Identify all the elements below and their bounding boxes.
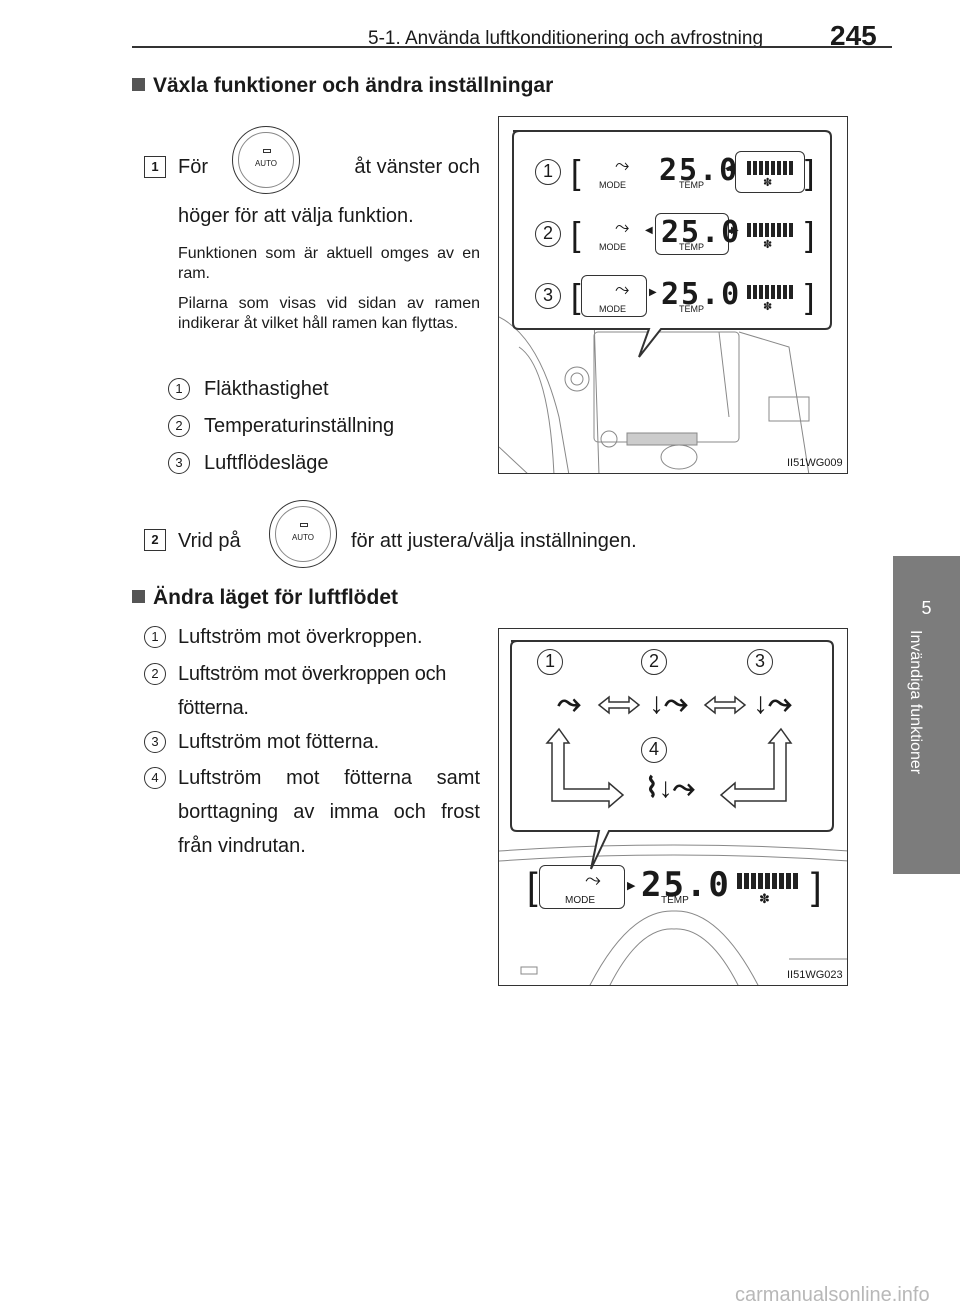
airflow-mode-illustration [499, 640, 847, 985]
fig1-label-3: 3 [535, 283, 561, 309]
airflow-face-icon: ⤳ [615, 155, 630, 175]
step2-text-adjust: för att justera/välja inställningen. [351, 530, 637, 552]
fan-icon: ✽ [763, 239, 773, 251]
step1-text-line2: höger för att välja funktion. [178, 205, 414, 227]
temperature-readout: 25.0 [659, 153, 740, 188]
knob-indicator [263, 149, 271, 153]
figure-airflow-mode: 1 2 3 4 ⤳ ↓⤳ ↓⤳ ⌇↓⤳ [ ⤳ MODE ▶ 25.0 TEMP… [498, 628, 848, 986]
step-number-2: 2 [144, 529, 166, 551]
temperature-readout: 25.0 [661, 277, 742, 312]
fig2-display-row: [ ⤳ MODE ▶ 25.0 TEMP ✽ ] [527, 865, 822, 909]
section-heading-switch-functions: Växla funktioner och ändra inställningar [132, 74, 553, 98]
selection-frame [539, 865, 625, 909]
watermark: carmanualsonline.info [735, 1284, 930, 1306]
airflow-item-number-3: 3 [144, 731, 166, 753]
header-rule [132, 46, 892, 48]
item-airflow-mode: Luftflödesläge [204, 452, 329, 474]
airflow-face-icon: ⤳ [585, 869, 601, 891]
airflow-face-icon: ⤳ [557, 687, 581, 720]
airflow-feet-defrost-icon: ⌇↓⤳ [645, 772, 696, 803]
temperature-readout: 25.0 [641, 865, 731, 905]
fan-level-bar [747, 223, 795, 237]
fig1-label-1: 1 [535, 159, 561, 185]
step-number-1: 1 [144, 156, 166, 178]
item-number-3: 3 [168, 452, 190, 474]
fig1-display-row-2: [ ⤳ MODE ◀ 25.0 TEMP ▶ ✽ ] [571, 213, 815, 255]
step1-note-frame: Funktionen som är aktuell omges av en ra… [178, 245, 480, 282]
airflow-face-icon: ⤳ [615, 217, 630, 237]
fan-icon: ✽ [763, 177, 773, 189]
section-heading-airflow-mode: Ändra läget för luftflödet [132, 586, 398, 610]
temp-label: TEMP [679, 180, 705, 190]
airflow-item-feet: Luftström mot fötterna. [178, 731, 380, 753]
running-header-section: 5-1. Använda luftkonditionering och avfr… [368, 28, 764, 49]
knob-indicator [300, 523, 308, 527]
mode-label: MODE [599, 180, 626, 190]
fan-icon: ✽ [759, 891, 770, 906]
knob-label: AUTO [291, 533, 315, 542]
fig2-label-3: 3 [747, 649, 773, 675]
chapter-tab-label: Invändiga funktioner [907, 630, 924, 775]
airflow-face-feet-icon: ↓⤳ [649, 687, 688, 720]
heading-bullet-icon [132, 590, 145, 603]
figure-code: II51WG009 [787, 457, 843, 469]
fan-level-bar [747, 161, 795, 175]
mode-label: MODE [599, 242, 626, 252]
mode-label: MODE [599, 304, 626, 314]
chapter-tab [893, 556, 960, 874]
item-temperature: Temperaturinställning [204, 415, 395, 437]
selection-frame [735, 151, 805, 193]
figure-code: II51WG023 [787, 969, 843, 981]
airflow-item-feet-defrost: Luftström mot fötterna samt borttagning … [178, 767, 480, 857]
fig2-label-4: 4 [641, 737, 667, 763]
selection-frame [581, 275, 647, 317]
fan-level-bar [747, 285, 795, 299]
airflow-item-number-4: 4 [144, 767, 166, 789]
airflow-item-upper-body: Luftström mot överkroppen. [178, 626, 423, 648]
airflow-face-icon: ⤳ [615, 279, 630, 299]
mode-label: MODE [565, 895, 595, 906]
fan-icon: ✽ [763, 301, 773, 313]
fig1-display-row-3: [ ⤳ MODE ▶ 25.0 TEMP ✽ ] [571, 275, 815, 317]
temperature-readout: 25.0 [661, 215, 742, 250]
page-number: 245 [830, 20, 877, 51]
section-heading-text: Växla funktioner och ändra inställningar [153, 74, 554, 97]
step1-text-for: För [178, 156, 208, 178]
temp-label: TEMP [679, 242, 705, 252]
auto-knob-icon: AUTO [232, 126, 300, 194]
temp-label: TEMP [661, 895, 689, 906]
fan-level-bar [737, 873, 799, 889]
item-number-2: 2 [168, 415, 190, 437]
step1-text-direction: åt vänster och [354, 156, 480, 178]
airflow-feet-icon: ↓⤳ [753, 687, 792, 720]
fig2-label-2: 2 [641, 649, 667, 675]
airflow-item-upper-body-feet: Luftström mot överkroppen och fötterna. [178, 663, 447, 719]
item-fan-speed: Fläkthastighet [204, 378, 329, 400]
fig2-label-1: 1 [537, 649, 563, 675]
auto-knob-icon: AUTO [269, 500, 337, 568]
dashboard-display-illustration [499, 130, 832, 473]
fig1-label-2: 2 [535, 221, 561, 247]
heading-bullet-icon [132, 78, 145, 91]
selection-frame [655, 213, 729, 255]
fig1-display-row-1: [ ⤳ MODE 25.0 TEMP ◀ ✽ ] [571, 151, 815, 193]
step1-note-arrows: Pilarna som visas vid sidan av ramen ind… [178, 295, 480, 332]
temp-label: TEMP [679, 304, 705, 314]
item-number-1: 1 [168, 378, 190, 400]
chapter-tab-number: 5 [921, 598, 932, 618]
figure-function-select: 1 2 3 [ ⤳ MODE 25.0 TEMP ◀ ✽ ] [ ⤳ MODE … [498, 116, 848, 474]
knob-label: AUTO [254, 159, 278, 168]
airflow-item-number-1: 1 [144, 626, 166, 648]
section-heading-text: Ändra läget för luftflödet [153, 586, 398, 609]
right-arrow-icon: ▶ [627, 880, 636, 892]
step2-text-vrid: Vrid på [178, 530, 241, 552]
airflow-item-number-2: 2 [144, 663, 166, 685]
